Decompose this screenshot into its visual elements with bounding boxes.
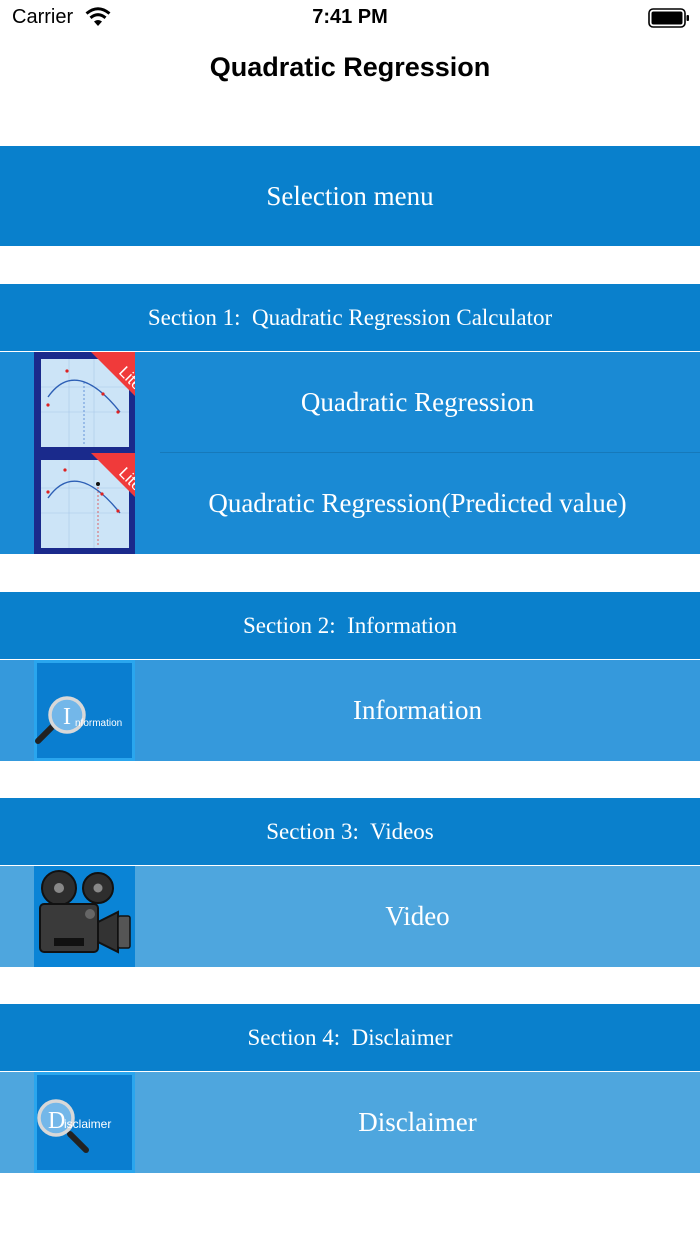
page-title: Quadratic Regression <box>209 52 491 82</box>
section-header-information: Section 2: Information <box>0 592 700 659</box>
row-information[interactable]: I nformation Information <box>0 660 700 761</box>
disclaimer-magnifier-icon: D isclaimer <box>34 1072 135 1173</box>
row-divider <box>160 452 700 453</box>
selection-menu-label: Selection menu <box>266 180 434 211</box>
section-header-calculator: Section 1: Quadratic Regression Calculat… <box>0 284 700 351</box>
row-label: Information <box>353 695 482 725</box>
movie-camera-icon <box>34 866 135 967</box>
quadratic-chart-lite-icon: Lite <box>34 352 135 453</box>
row-label: Quadratic Regression <box>300 387 535 417</box>
status-bar: Carrier 7:41 PM <box>0 0 700 40</box>
clock: 7:41 PM <box>312 6 388 28</box>
information-icon-letter: I <box>63 704 71 730</box>
wifi-icon <box>85 7 111 26</box>
row-video[interactable]: Video <box>0 866 700 967</box>
selection-menu-header: Selection menu <box>0 146 700 246</box>
row-label: Quadratic Regression(Predicted value) <box>208 488 627 518</box>
information-magnifier-icon: I nformation <box>34 660 135 761</box>
disclaimer-icon-text: isclaimer <box>64 1117 111 1131</box>
row-label: Disclaimer <box>358 1107 477 1137</box>
section-title: Section 1: Quadratic Regression Calculat… <box>147 304 553 330</box>
section-title: Section 3: Videos <box>266 818 434 844</box>
section-title: Section 2: Information <box>243 612 457 638</box>
section-header-disclaimer: Section 4: Disclaimer <box>0 1004 700 1071</box>
row-disclaimer[interactable]: D isclaimer Disclaimer <box>0 1072 700 1173</box>
information-icon-text: nformation <box>75 718 122 729</box>
battery-icon <box>648 8 689 28</box>
row-quadratic-regression-predicted[interactable]: Lite Quadratic Regression(Predicted valu… <box>0 453 700 554</box>
quadratic-chart-predicted-lite-icon: Lite <box>34 453 135 554</box>
section-header-videos: Section 3: Videos <box>0 798 700 865</box>
disclaimer-icon-letter: D <box>48 1108 65 1134</box>
row-quadratic-regression[interactable]: Lite Quadratic Regression <box>0 352 700 453</box>
row-label: Video <box>385 901 450 931</box>
section-title: Section 4: Disclaimer <box>247 1024 453 1050</box>
carrier-label: Carrier <box>12 6 74 28</box>
